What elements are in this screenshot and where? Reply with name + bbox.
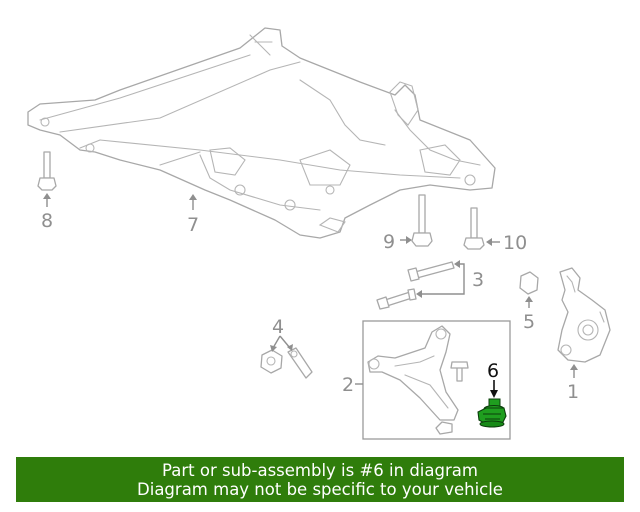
ball-joint-6-drawing [477, 380, 507, 428]
bolt-10-drawing [463, 207, 500, 250]
info-banner: Part or sub-assembly is #6 in diagram Di… [16, 457, 624, 502]
subframe-drawing [27, 27, 496, 239]
knuckle-1-drawing [557, 267, 611, 378]
callout-2: 2 [342, 374, 354, 396]
callout-7: 7 [187, 214, 199, 236]
callout-10: 10 [503, 232, 527, 254]
nut-5-drawing [519, 271, 539, 308]
banner-line-2: Diagram may not be specific to your vehi… [137, 479, 503, 499]
parts-diagram: 1 2 3 4 5 6 7 8 9 10 [27, 27, 611, 440]
callout-5: 5 [523, 311, 535, 333]
bolts-3-drawing [376, 260, 465, 310]
banner-line-1: Part or sub-assembly is #6 in diagram [162, 460, 478, 480]
callout-6: 6 [487, 360, 499, 382]
nut-bracket-4-drawing [260, 335, 313, 379]
bolt-9-drawing [400, 194, 433, 247]
callout-9: 9 [383, 231, 395, 253]
callout-3: 3 [472, 269, 484, 291]
bolt-8-drawing [37, 151, 57, 207]
callout-4: 4 [272, 316, 284, 338]
callout-1: 1 [567, 381, 579, 403]
callout-8: 8 [41, 210, 53, 232]
control-arm-2-drawing [355, 320, 511, 440]
